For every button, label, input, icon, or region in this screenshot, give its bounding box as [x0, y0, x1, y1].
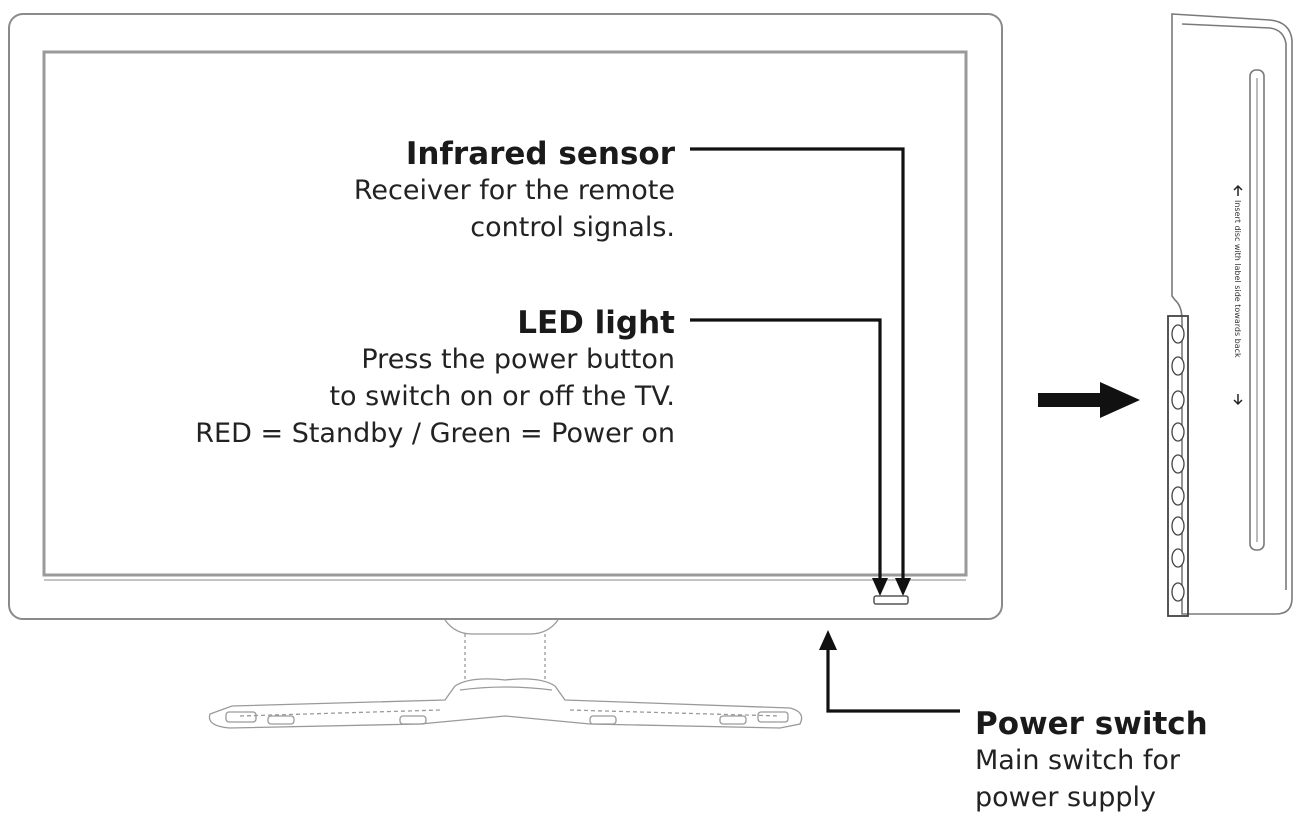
- slot-instruction-text: Insert disc with label side towards back: [1233, 200, 1242, 358]
- tv-front: [8, 13, 1003, 620]
- power-switch-callout: Power switch Main switch for power suppl…: [975, 706, 1275, 816]
- led-light-desc-line: Press the power button: [361, 344, 675, 375]
- power-arrowhead: [819, 630, 837, 650]
- side-button: [1171, 324, 1185, 344]
- tv-stand: [208, 619, 803, 729]
- side-button: [1171, 486, 1185, 506]
- infrared-arrowhead: [895, 578, 911, 596]
- infrared-callout-line: [690, 147, 905, 582]
- tv-screen: [42, 50, 968, 577]
- power-switch-desc-line: Main switch for: [975, 745, 1180, 776]
- tv-side-panel: [1167, 13, 1293, 617]
- power-switch-desc-line: power supply: [975, 782, 1156, 813]
- side-button: [1171, 390, 1185, 410]
- side-button: [1171, 356, 1185, 376]
- side-button-column: [1167, 315, 1189, 617]
- disc-slot: [1249, 69, 1265, 551]
- side-button: [1171, 516, 1185, 536]
- infrared-sensor-title: Infrared sensor: [405, 136, 675, 172]
- side-button: [1171, 582, 1185, 602]
- power-callout-line: [826, 648, 960, 713]
- led-light-desc-line: to switch on or off the TV.: [329, 381, 675, 412]
- power-switch-title: Power switch: [975, 706, 1208, 742]
- callout-arrowheads: [819, 578, 911, 650]
- infrared-sensor-desc-line: Receiver for the remote: [353, 175, 675, 206]
- side-button: [1171, 454, 1185, 474]
- zoom-arrow: [1038, 382, 1140, 418]
- led-light-desc-line: RED = Standby / Green = Power on: [195, 418, 675, 449]
- led-light-title: LED light: [517, 305, 675, 341]
- callout-lines: [690, 147, 960, 713]
- sensor-window: [873, 595, 909, 605]
- infrared-sensor-callout: Infrared sensor Receiver for the remote …: [120, 136, 675, 246]
- infrared-sensor-desc-line: control signals.: [470, 212, 675, 243]
- led-callout-line: [690, 318, 882, 582]
- side-button: [1171, 548, 1185, 568]
- led-light-callout: LED light Press the power button to swit…: [120, 305, 675, 452]
- side-button: [1171, 422, 1185, 442]
- led-arrowhead: [872, 578, 888, 596]
- tv-bezel: [8, 13, 1003, 620]
- side-buttons: [1171, 324, 1185, 602]
